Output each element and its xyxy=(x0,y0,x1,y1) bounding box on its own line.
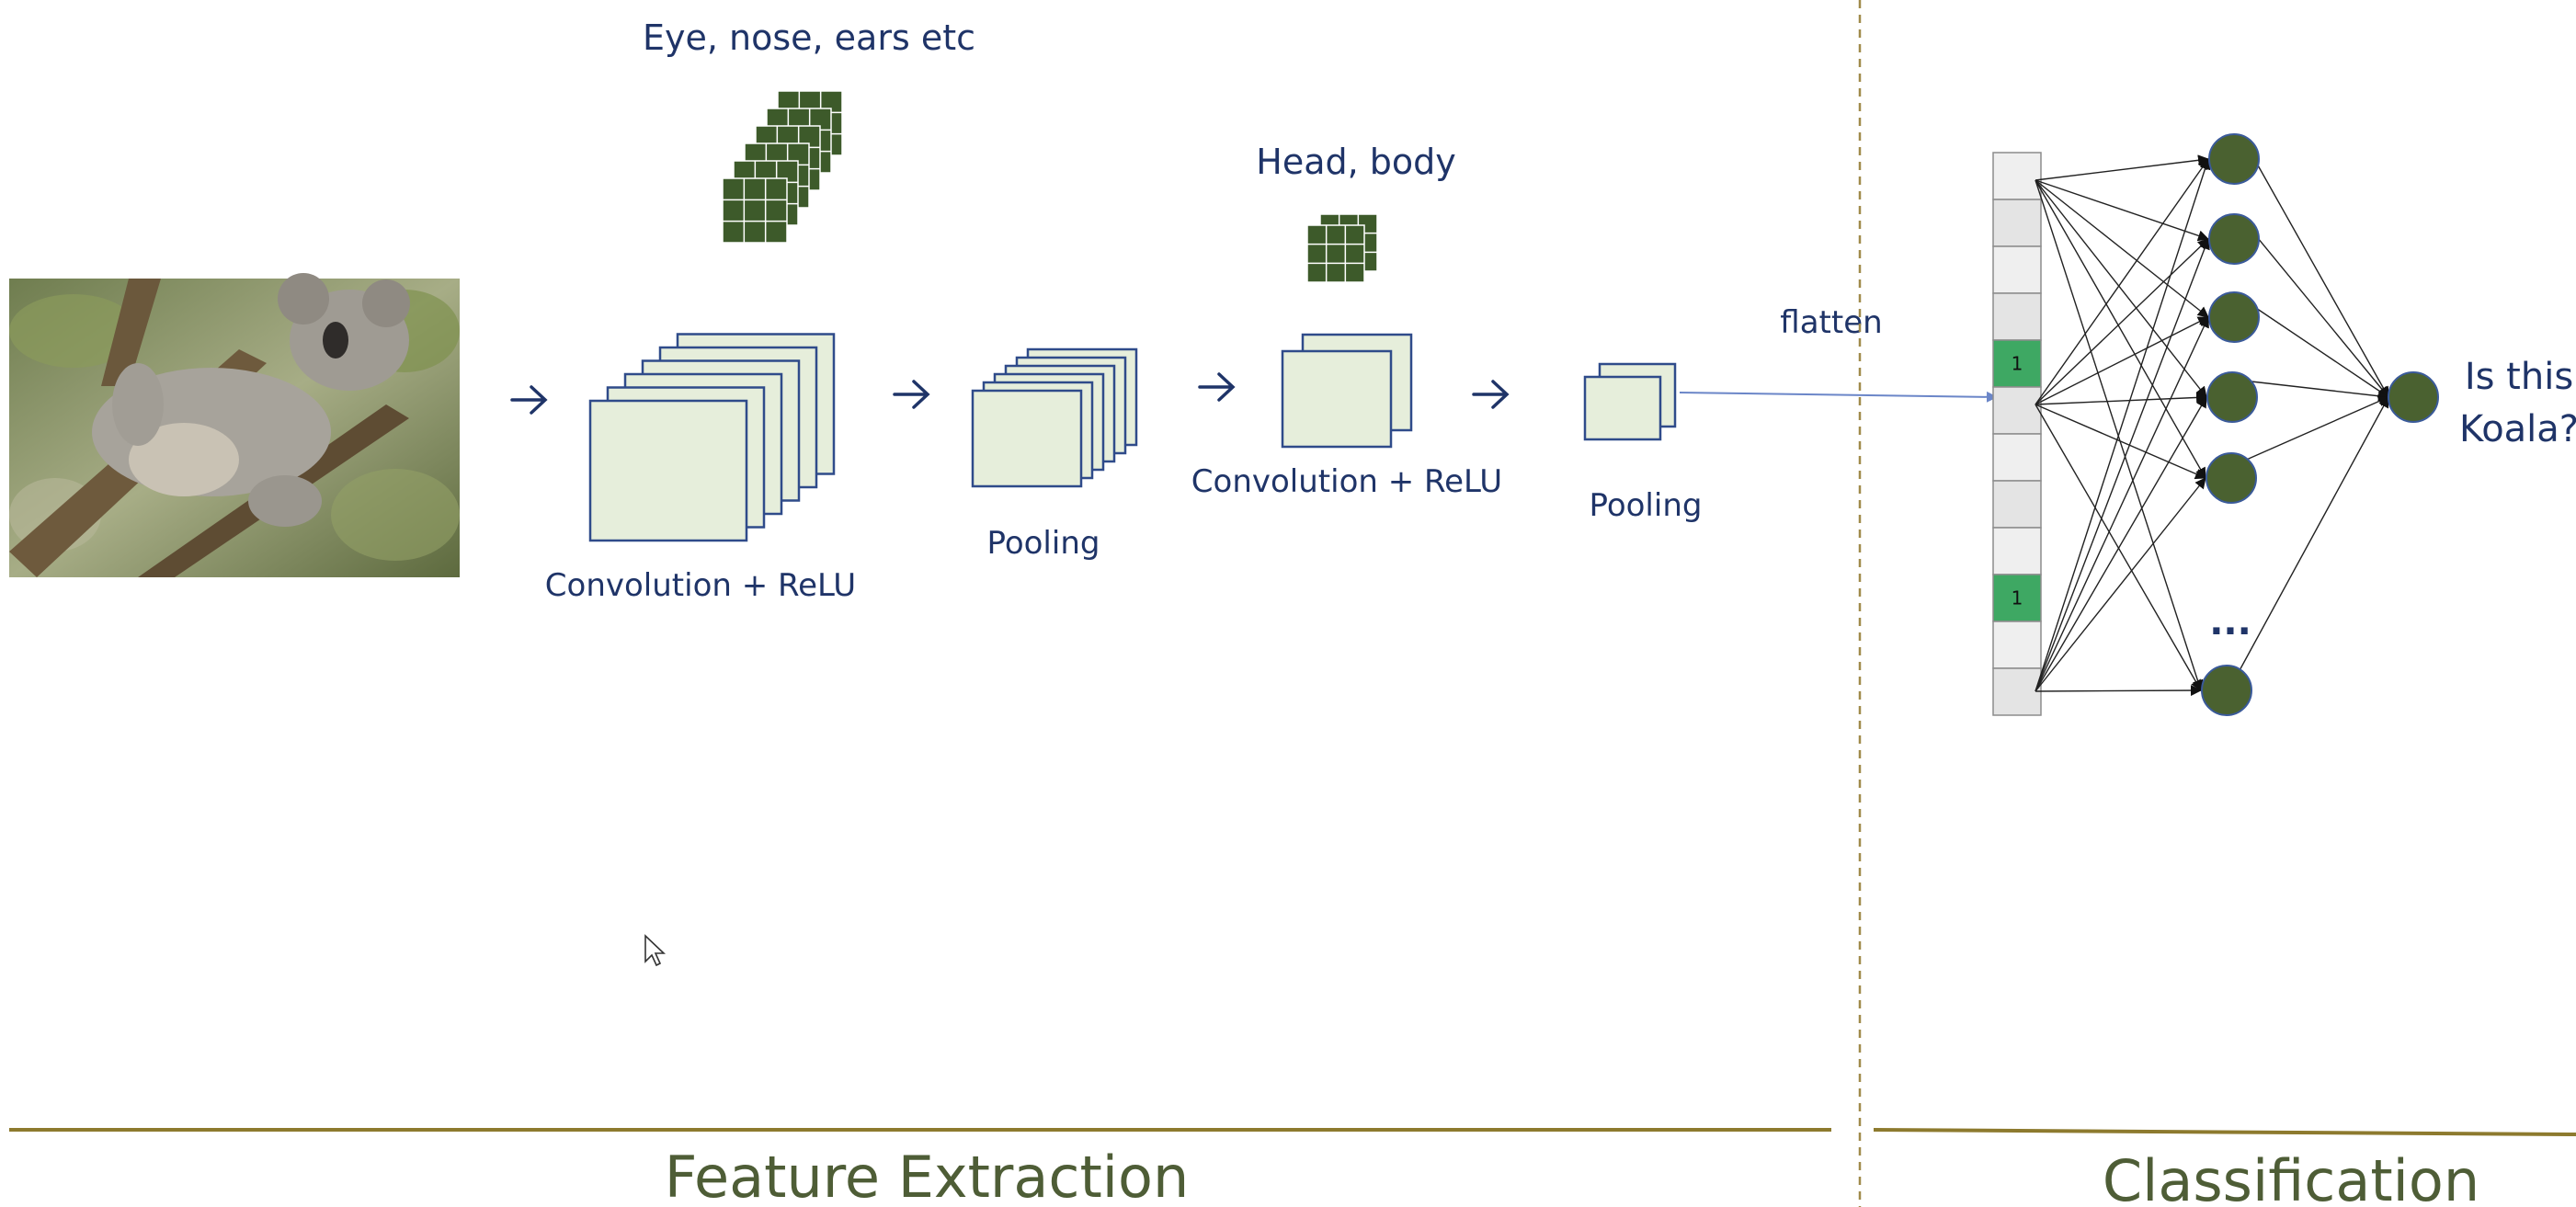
feature-map xyxy=(971,389,1083,488)
connection xyxy=(2035,392,2207,405)
flatten-label: flatten xyxy=(1780,304,1882,341)
connection xyxy=(2035,404,2202,691)
flatten-cell xyxy=(1992,152,2042,200)
connection xyxy=(2035,154,2209,181)
connection xyxy=(2035,179,2209,318)
connection xyxy=(2035,158,2209,405)
pool1-feature-maps xyxy=(971,347,1138,488)
conv2-label: Convolution + ReLU xyxy=(1191,463,1502,500)
flatten-cell xyxy=(1992,386,2042,435)
hidden-neuron xyxy=(2208,213,2260,265)
conv1-feature-maps xyxy=(588,333,836,542)
connection xyxy=(2035,477,2206,692)
kernel xyxy=(722,177,788,244)
pool2-label: Pooling xyxy=(1590,487,1703,524)
section-rule-right xyxy=(1873,1128,2576,1136)
connection xyxy=(2244,142,2389,398)
connection xyxy=(2035,238,2210,692)
feature-map xyxy=(1583,375,1662,441)
connection xyxy=(2035,316,2209,692)
kernel xyxy=(1306,224,1365,283)
connection xyxy=(2035,238,2209,405)
flatten-cell xyxy=(1992,292,2042,341)
features-high-label: Head, body xyxy=(1256,142,1456,182)
flatten-cell xyxy=(1992,245,2042,294)
hidden-neuron xyxy=(2206,371,2258,423)
hidden-neuron xyxy=(2206,452,2257,504)
flatten-cell-value: 1 xyxy=(2012,587,2023,609)
question-line2: Koala? xyxy=(2459,408,2576,450)
feature-map xyxy=(588,399,748,542)
fully-connected-network: 11 xyxy=(1992,133,2439,716)
connection xyxy=(2244,222,2389,398)
arrow-right-icon xyxy=(510,385,548,415)
flatten-cell xyxy=(1992,199,2042,247)
flatten-cell xyxy=(1992,433,2042,482)
connection xyxy=(2035,316,2209,405)
connection xyxy=(2035,179,2207,398)
koala-photo xyxy=(9,273,460,577)
hidden-neuron xyxy=(2208,291,2260,343)
hidden-neuron xyxy=(2201,665,2252,716)
hidden-neuron xyxy=(2208,133,2260,185)
feature-map xyxy=(1281,349,1393,449)
connection xyxy=(2035,404,2206,480)
connection xyxy=(2035,685,2202,697)
conv2-feature-maps xyxy=(1281,333,1413,449)
flatten-arrow xyxy=(1679,391,1998,403)
flatten-cell xyxy=(1992,667,2042,716)
arrow-right-icon xyxy=(1472,380,1510,409)
flatten-cell xyxy=(1992,480,2042,529)
features-low-label: Eye, nose, ears etc xyxy=(643,17,975,58)
conv1-label: Convolution + ReLU xyxy=(545,567,856,604)
section-label-feature-extraction: Feature Extraction xyxy=(665,1144,1190,1207)
section-label-classification: Classification xyxy=(2103,1147,2479,1207)
pool2-feature-maps xyxy=(1583,362,1677,441)
connection xyxy=(2244,300,2389,398)
flatten-cell xyxy=(1992,621,2042,669)
kernel-stack-low xyxy=(722,90,843,244)
connection xyxy=(2035,396,2207,692)
connection xyxy=(2035,179,2209,242)
arrow-right-icon xyxy=(893,380,930,409)
connection xyxy=(2035,158,2211,692)
connection xyxy=(2241,395,2389,462)
connection xyxy=(2035,179,2206,479)
pool1-label: Pooling xyxy=(987,525,1100,562)
kernel-stack-high xyxy=(1306,213,1378,283)
flatten-cell xyxy=(1992,527,2042,575)
connection xyxy=(2237,396,2389,675)
connection xyxy=(2242,380,2389,402)
output-neuron xyxy=(2388,371,2439,423)
mouse-cursor-icon xyxy=(644,934,667,967)
question-line1: Is this xyxy=(2465,356,2573,398)
arrow-right-icon xyxy=(1198,372,1236,402)
ellipsis: ... xyxy=(2209,601,2251,643)
flatten-cell-value: 1 xyxy=(2012,353,2023,375)
